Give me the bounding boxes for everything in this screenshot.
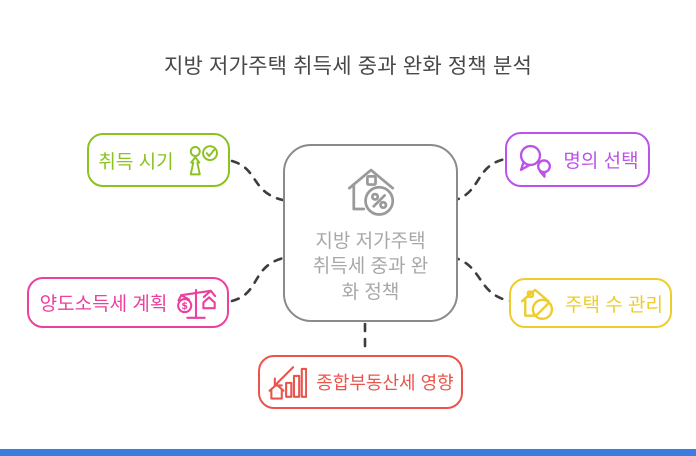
node-acquisition-timing: 취득 시기	[87, 133, 230, 187]
connector-name-selection	[450, 157, 507, 203]
node-label: 취득 시기	[98, 151, 174, 173]
node-house-count-management: 주택 수 관리	[509, 278, 672, 328]
page-title: 지방 저가주택 취득세 중과 완화 정책 분석	[163, 55, 533, 78]
svg-text:$: $	[182, 301, 189, 312]
node-label: 종합부동산세 영향	[316, 373, 454, 393]
node-label: 양도소득세 계획	[39, 294, 168, 315]
house-percent-icon	[338, 161, 404, 219]
connector-house-count	[450, 255, 512, 303]
node-capital-gains-plan: 양도소득세 계획 $	[27, 277, 229, 328]
node-name-selection: 명의 선택	[505, 132, 650, 187]
bottom-accent-bar	[0, 449, 696, 456]
chat-bubbles-icon	[516, 142, 554, 178]
connector-acquisition-timing	[230, 159, 290, 203]
chart-decline-house-icon	[267, 362, 308, 402]
node-label: 명의 선택	[563, 151, 639, 172]
connector-capital-gains	[230, 255, 290, 303]
central-topic-label: 지방 저가주택 취득세 중과 완 화 정책	[312, 231, 429, 303]
node-property-tax-impact: 종합부동산세 영향	[258, 355, 463, 409]
house-ban-icon	[518, 284, 556, 322]
balance-scale-icon: $	[176, 283, 217, 323]
central-topic-node: 지방 저가주택 취득세 중과 완 화 정책	[283, 144, 458, 322]
node-label: 주택 수 관리	[565, 294, 663, 316]
person-check-icon	[183, 144, 219, 177]
